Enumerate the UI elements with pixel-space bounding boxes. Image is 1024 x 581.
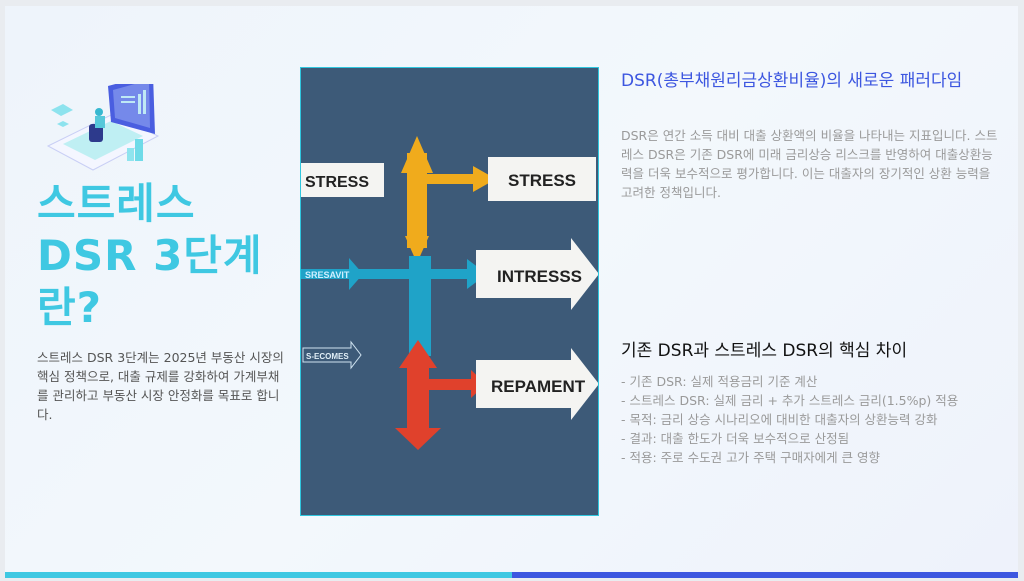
title-line: 스트레스: [37, 179, 196, 228]
yellow-arrow: [401, 136, 496, 263]
intress-card: INTRESSS: [476, 238, 598, 310]
slide: 스트레스 DSR 3단계 란? 스트레스 DSR 3단계는 2025년 부동산 …: [5, 6, 1018, 578]
dsr-paradigm-heading: DSR(총부채원리금상환비율)의 새로운 패러다임: [621, 71, 963, 91]
red-arrow: [395, 340, 486, 450]
svg-text:S-ECOMES: S-ECOMES: [306, 352, 349, 361]
s-ecomes-tag: S-ECOMES: [302, 340, 362, 370]
stress-card-left: STRESS: [301, 163, 384, 197]
footer-bar-cyan: [5, 572, 512, 578]
svg-text:REPAMENT: REPAMENT: [491, 377, 586, 396]
intro-text: 스트레스 DSR 3단계는 2025년 부동산 시장의 핵심 정책으로, 대출 …: [37, 350, 284, 422]
repament-card: REPAMENT: [476, 348, 598, 420]
list-item: - 결과: 대출 한도가 더욱 보수적으로 산정됨: [621, 431, 850, 446]
list-item: - 스트레스 DSR: 실제 금리 + 추가 스트레스 금리(1.5%p) 적용: [621, 393, 959, 408]
dsr-difference-list: - 기존 DSR: 실제 적용금리 기준 계산 - 스트레스 DSR: 실제 금…: [621, 372, 1011, 467]
dsr-difference-heading: 기존 DSR과 스트레스 DSR의 핵심 차이: [621, 341, 908, 361]
list-item: - 목적: 금리 상승 시나리오에 대비한 대출자의 상환능력 강화: [621, 412, 938, 427]
svg-text:STRESS: STRESS: [305, 174, 369, 191]
title-line: DSR 3단계: [37, 231, 263, 280]
list-item: - 적용: 주로 수도권 고가 주택 구매자에게 큰 영향: [621, 450, 881, 465]
dsr-paradigm-body: DSR은 연간 소득 대비 대출 상환액의 비율을 나타내는 지표입니다. 스트…: [621, 128, 998, 200]
laptop-analytics-illustration: [46, 84, 160, 171]
stress-arrows-photo: STRESS STRESS SRESAVIT INTRESSS S-ECOMES: [300, 67, 599, 516]
title-line: 란?: [37, 283, 103, 332]
footer-bar-blue: [512, 572, 1018, 578]
stress-card-right: STRESS: [488, 157, 596, 201]
page-title: 스트레스 DSR 3단계 란?: [37, 178, 277, 334]
label-sresavit: SRESAVIT: [305, 270, 350, 280]
svg-text:INTRESSS: INTRESSS: [497, 267, 582, 286]
svg-text:STRESS: STRESS: [508, 171, 576, 190]
list-item: - 기존 DSR: 실제 적용금리 기준 계산: [621, 374, 818, 389]
